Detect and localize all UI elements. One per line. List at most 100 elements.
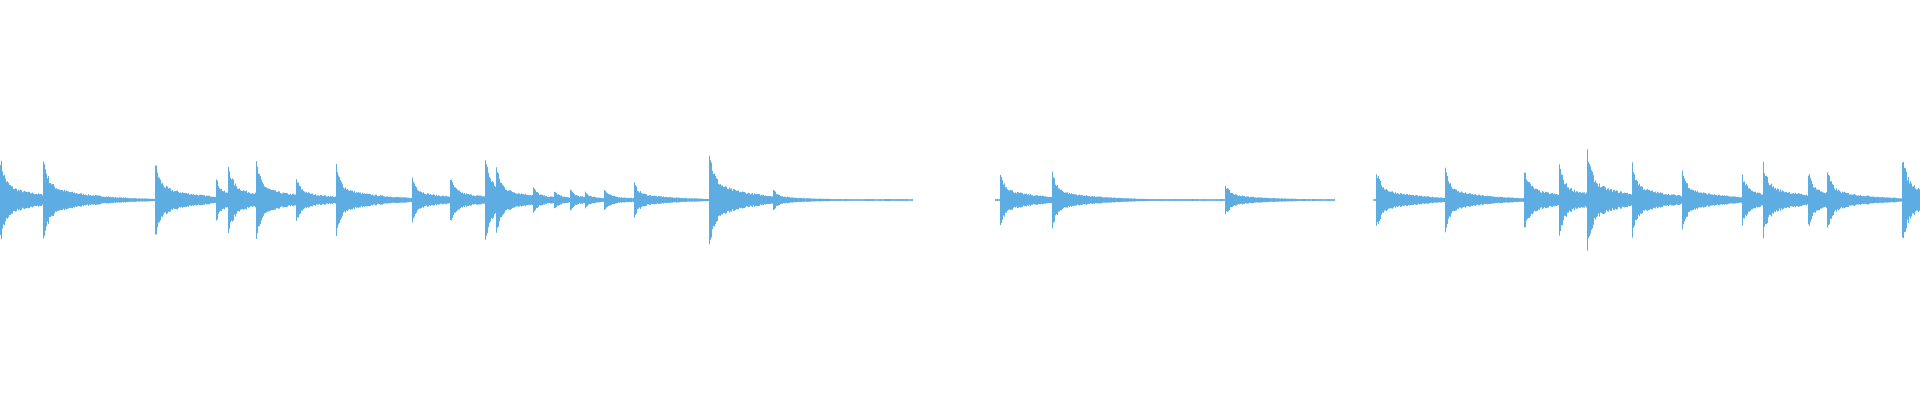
waveform-sample [997,199,998,201]
waveform-sample [885,199,886,201]
waveform-sample [528,195,529,205]
waveform-sample [1439,197,1440,203]
waveform-sample [1693,190,1694,210]
waveform-sample [1029,195,1030,205]
waveform-sample [489,176,490,224]
waveform-sample [1257,197,1258,203]
waveform-sample [1457,191,1458,209]
waveform-sample [219,188,220,212]
waveform-sample [1445,167,1446,233]
waveform-sample [85,194,86,206]
waveform-sample [1688,187,1689,213]
waveform-sample [783,196,784,204]
waveform-sample [1397,192,1398,208]
waveform-sample [567,197,568,203]
waveform-sample [1600,187,1601,213]
waveform-sample [733,188,734,212]
waveform-sample [93,195,94,205]
waveform-sample [1021,192,1022,208]
waveform-sample [541,194,542,206]
waveform-sample [1838,189,1839,211]
waveform-sample [1478,194,1479,206]
waveform-sample [1853,194,1854,206]
waveform-sample [1171,199,1172,201]
waveform-sample [239,188,240,212]
waveform-sample [1452,188,1453,212]
waveform-sample [1280,198,1281,202]
waveform-sample [1033,195,1034,205]
waveform-sample [548,196,549,204]
waveform-sample [444,196,445,204]
waveform-sample [1775,187,1776,213]
waveform-sample [421,192,422,208]
waveform-sample [758,193,759,207]
waveform-sample [1501,196,1502,204]
waveform-sample [378,196,379,204]
waveform-sample [166,185,167,215]
waveform-sample [1279,198,1280,202]
waveform-sample [881,199,882,201]
waveform-sample [458,190,459,210]
waveform-sample [247,192,248,208]
waveform-sample [635,185,636,215]
waveform-sample [1020,192,1021,208]
waveform-sample [53,184,54,216]
waveform-sample [1071,193,1072,207]
waveform-sample [633,197,634,203]
waveform-sample [859,199,860,201]
waveform-sample [1675,194,1676,206]
waveform-sample [1851,194,1852,206]
waveform-sample [1220,199,1221,201]
waveform-sample [1477,195,1478,205]
waveform-sample [1897,198,1898,202]
waveform-sample [1266,197,1267,203]
waveform-sample [148,198,149,202]
waveform-sample [1561,174,1562,226]
waveform-sample [534,188,535,212]
waveform-sample [891,199,892,201]
waveform-sample [79,193,80,207]
waveform-sample [542,194,543,206]
waveform-sample [810,198,811,202]
waveform-sample [1535,188,1536,212]
waveform-sample [837,199,838,201]
waveform-sample [1165,199,1166,201]
waveform-sample [549,196,550,204]
waveform-sample [1194,199,1195,201]
waveform-sample [389,196,390,204]
waveform-sample [1575,192,1576,208]
waveform-sample [1289,198,1290,202]
waveform-sample [1820,191,1821,209]
waveform-sample [72,191,73,209]
waveform-sample [1260,197,1261,203]
waveform-sample [1629,193,1630,207]
waveform-sample [872,199,873,201]
waveform-sample [77,193,78,207]
waveform-sample [1299,199,1300,201]
waveform-sample [1534,189,1535,211]
waveform-sample [785,196,786,204]
waveform-sample [267,188,268,212]
waveform-sample [1590,166,1591,234]
waveform-sample [769,196,770,204]
waveform-sample [1326,199,1327,201]
waveform-sample [5,178,6,222]
waveform-sample [1091,196,1092,204]
waveform-sample [1085,195,1086,205]
waveform-sample [1830,181,1831,219]
waveform-sample [1874,196,1875,204]
waveform-sample [1377,177,1378,223]
waveform-sample [1209,199,1210,201]
waveform-sample [1451,186,1452,214]
waveform-sample [39,194,40,206]
waveform-sample [315,194,316,206]
waveform-sample [673,197,674,203]
waveform-sample [1258,197,1259,203]
waveform-sample [386,196,387,204]
waveform-sample [1114,197,1115,203]
waveform-sample [105,197,106,203]
waveform-sample [346,189,347,211]
waveform-sample [1246,196,1247,204]
waveform-sample [1043,196,1044,204]
